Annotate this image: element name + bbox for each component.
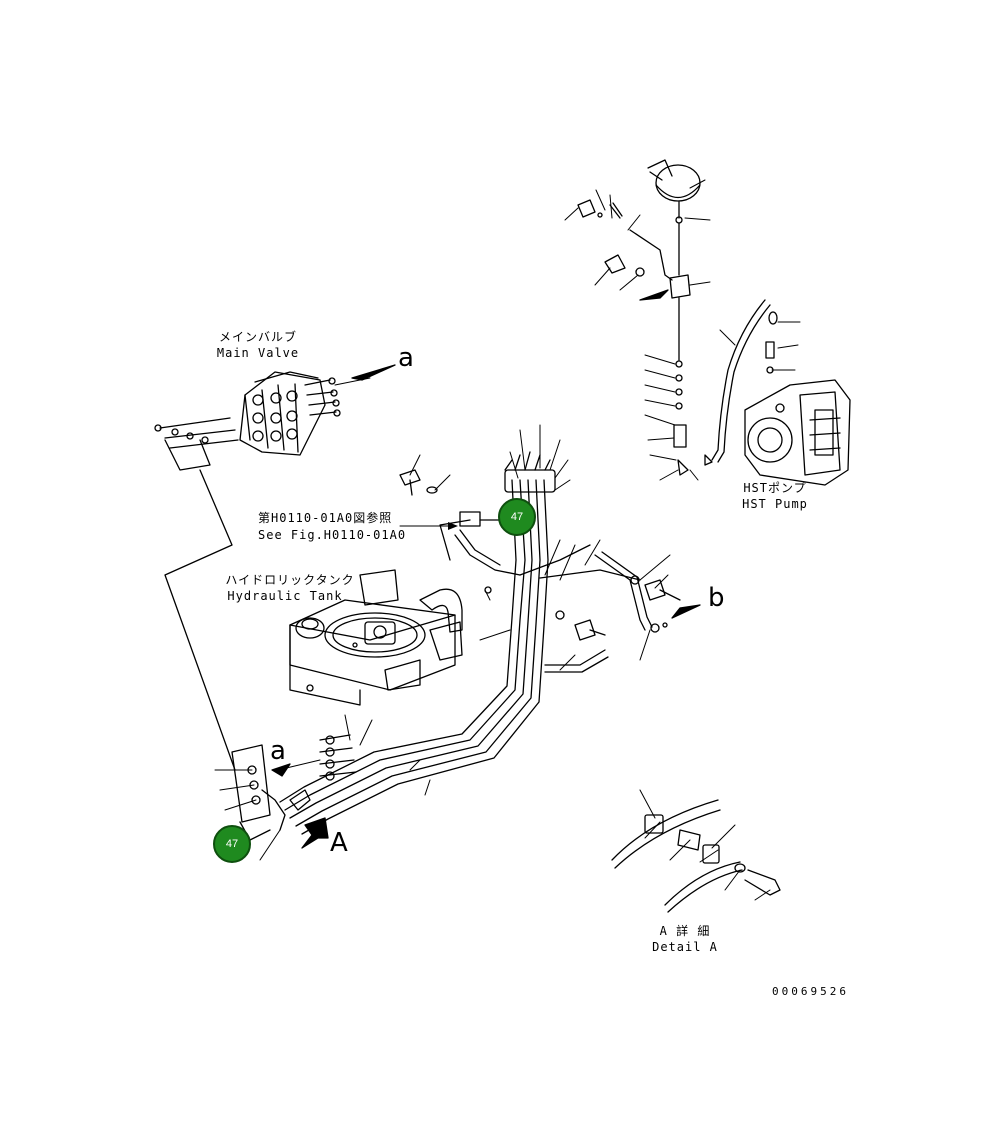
detail-a-label-en: Detail A	[652, 940, 718, 954]
leader-lines	[214, 179, 801, 901]
main-valve-label-en: Main Valve	[216, 346, 300, 360]
fitting-block-drawing	[231, 744, 329, 849]
hydraulic-tank-label-en: Hydraulic Tank	[227, 589, 343, 603]
arrow-label-a-bottom: a	[270, 736, 286, 766]
detail-a-label-jp: A 詳 細	[659, 924, 711, 938]
hose-bundle-drawing	[279, 451, 653, 835]
hst-pump-label-en: HST Pump	[742, 497, 808, 511]
hst-pump-label-jp: HSTポンプ	[743, 481, 807, 495]
main-valve-drawing	[154, 364, 396, 771]
hydraulic-tank-drawing	[289, 569, 463, 706]
view-label-A: A	[330, 828, 348, 858]
detail-a-drawing	[611, 799, 781, 913]
arrow-label-b: b	[708, 583, 725, 613]
drawing-number: 00069526	[772, 985, 849, 998]
main-valve-label-jp: メインバルブ	[218, 330, 297, 344]
arrow-label-a-top: a	[398, 343, 414, 373]
callout-47-bottom[interactable]: 47	[213, 825, 251, 863]
hydraulic-tank-label-jp: ハイドロリックタンク	[225, 573, 355, 587]
fasteners-drawing	[399, 469, 701, 641]
accumulator-drawing	[577, 159, 701, 476]
hst-pump-drawing	[704, 299, 851, 486]
see-fig-label-en: See Fig.H0110-01A0	[258, 528, 407, 542]
see-fig-label-jp: 第H0110-01A0図参照	[258, 511, 393, 525]
callout-47-top[interactable]: 47	[498, 498, 536, 536]
